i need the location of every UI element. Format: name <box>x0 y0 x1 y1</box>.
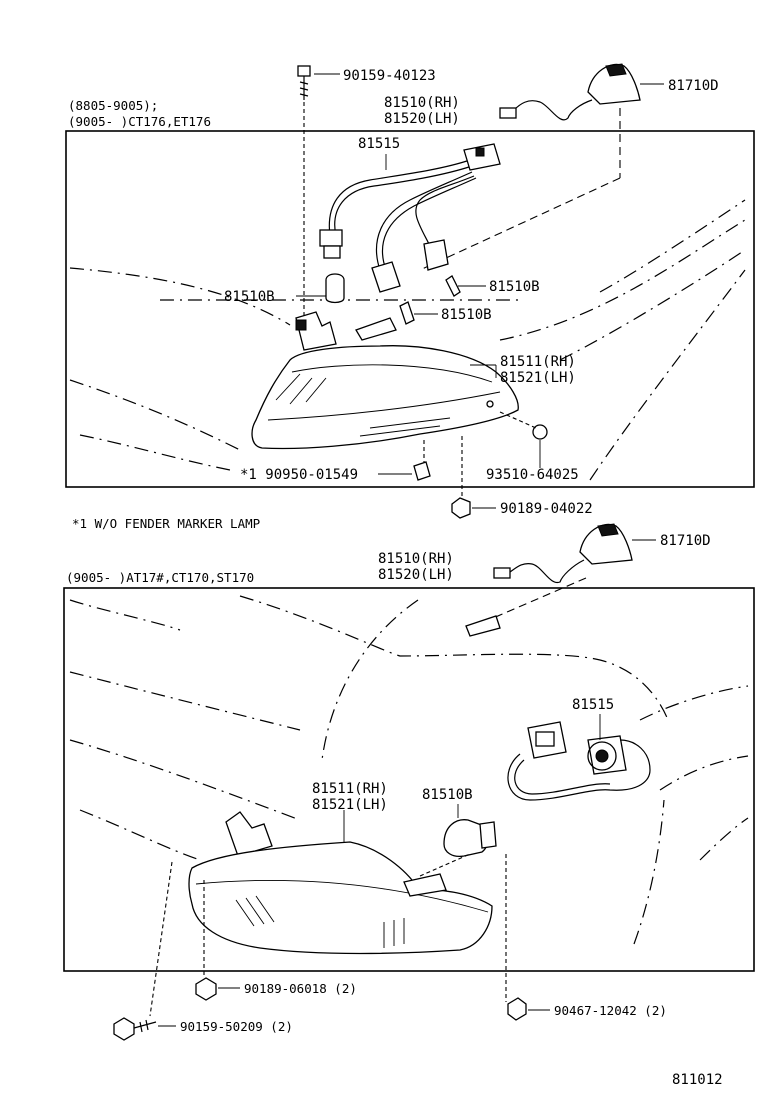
label-81510b-top-a: 81510B <box>224 289 275 305</box>
nut-90189-04022 <box>451 436 496 519</box>
label-81511-rh-top: 81511(RH) <box>500 354 576 370</box>
label-81510b-bottom: 81510B <box>422 787 473 803</box>
label-81510-rh-top: 81510(RH) <box>384 95 460 111</box>
label-90189-06018: 90189-06018 (2) <box>244 981 357 996</box>
side-marker-81710d-bottom <box>465 523 656 637</box>
label-81515-top: 81515 <box>358 136 400 152</box>
nut-90189-06018 <box>195 977 240 1001</box>
clip-93510-64025 <box>499 411 548 468</box>
label-81521-lh-top: 81521(LH) <box>500 370 576 386</box>
label-81515-bottom: 81515 <box>572 697 614 713</box>
label-81710d-top: 81710D <box>668 78 719 94</box>
label-81520-lh-bottom: 81520(LH) <box>378 567 454 583</box>
applicability-top-1: (8805-9005); <box>68 98 158 113</box>
label-90467-12042: 90467-12042 (2) <box>554 1003 667 1018</box>
sheet-number: 811012 <box>672 1072 723 1088</box>
applicability-top-2: (9005- )CT176,ET176 <box>68 114 211 129</box>
side-marker-81710d-top <box>419 63 664 271</box>
applicability-bottom: (9005- )AT17#,CT170,ST170 <box>66 570 254 585</box>
socket-harness-81515-top <box>319 143 501 293</box>
bulb-81510b-top-c <box>355 301 438 341</box>
bulb-81510b-bottom <box>443 804 497 858</box>
label-81710d-bottom: 81710D <box>660 533 711 549</box>
label-90950-01549: *1 90950-01549 <box>240 467 358 483</box>
label-93510-64025: 93510-64025 <box>486 467 579 483</box>
label-90159-50209: 90159-50209 (2) <box>180 1019 293 1034</box>
label-81510-rh-bottom: 81510(RH) <box>378 551 454 567</box>
label-81521-lh-bottom: 81521(LH) <box>312 797 388 813</box>
label-81510b-top-b: 81510B <box>489 279 540 295</box>
top-frame <box>65 130 755 488</box>
labels: 90159-40123 81710D (8805-9005); (9005- )… <box>66 68 723 1088</box>
footnote: *1 W/O FENDER MARKER LAMP <box>72 516 260 531</box>
top-body-lines <box>69 199 746 481</box>
lamp-81511-bottom <box>149 810 507 1017</box>
socket-harness-81515-bottom <box>507 714 651 801</box>
label-90159-40123: 90159-40123 <box>343 68 436 84</box>
bottom-section <box>63 523 755 1041</box>
label-90189-04022: 90189-04022 <box>500 501 593 517</box>
screw-90159-40123 <box>297 65 340 100</box>
screw-90159-50209 <box>113 1017 176 1041</box>
grommet-90950-01549 <box>378 440 431 481</box>
lamp-81511-top <box>251 311 519 450</box>
bottom-frame <box>63 587 755 972</box>
label-81510b-top-c: 81510B <box>441 307 492 323</box>
top-section <box>65 63 755 519</box>
bulb-81510b-top-b <box>445 275 486 297</box>
bulb-81510b-top-a <box>296 273 345 304</box>
label-81520-lh-top: 81520(LH) <box>384 111 460 127</box>
label-81511-rh-bottom: 81511(RH) <box>312 781 388 797</box>
clip-90467-12042 <box>507 997 550 1021</box>
bottom-body-lines <box>69 595 749 945</box>
